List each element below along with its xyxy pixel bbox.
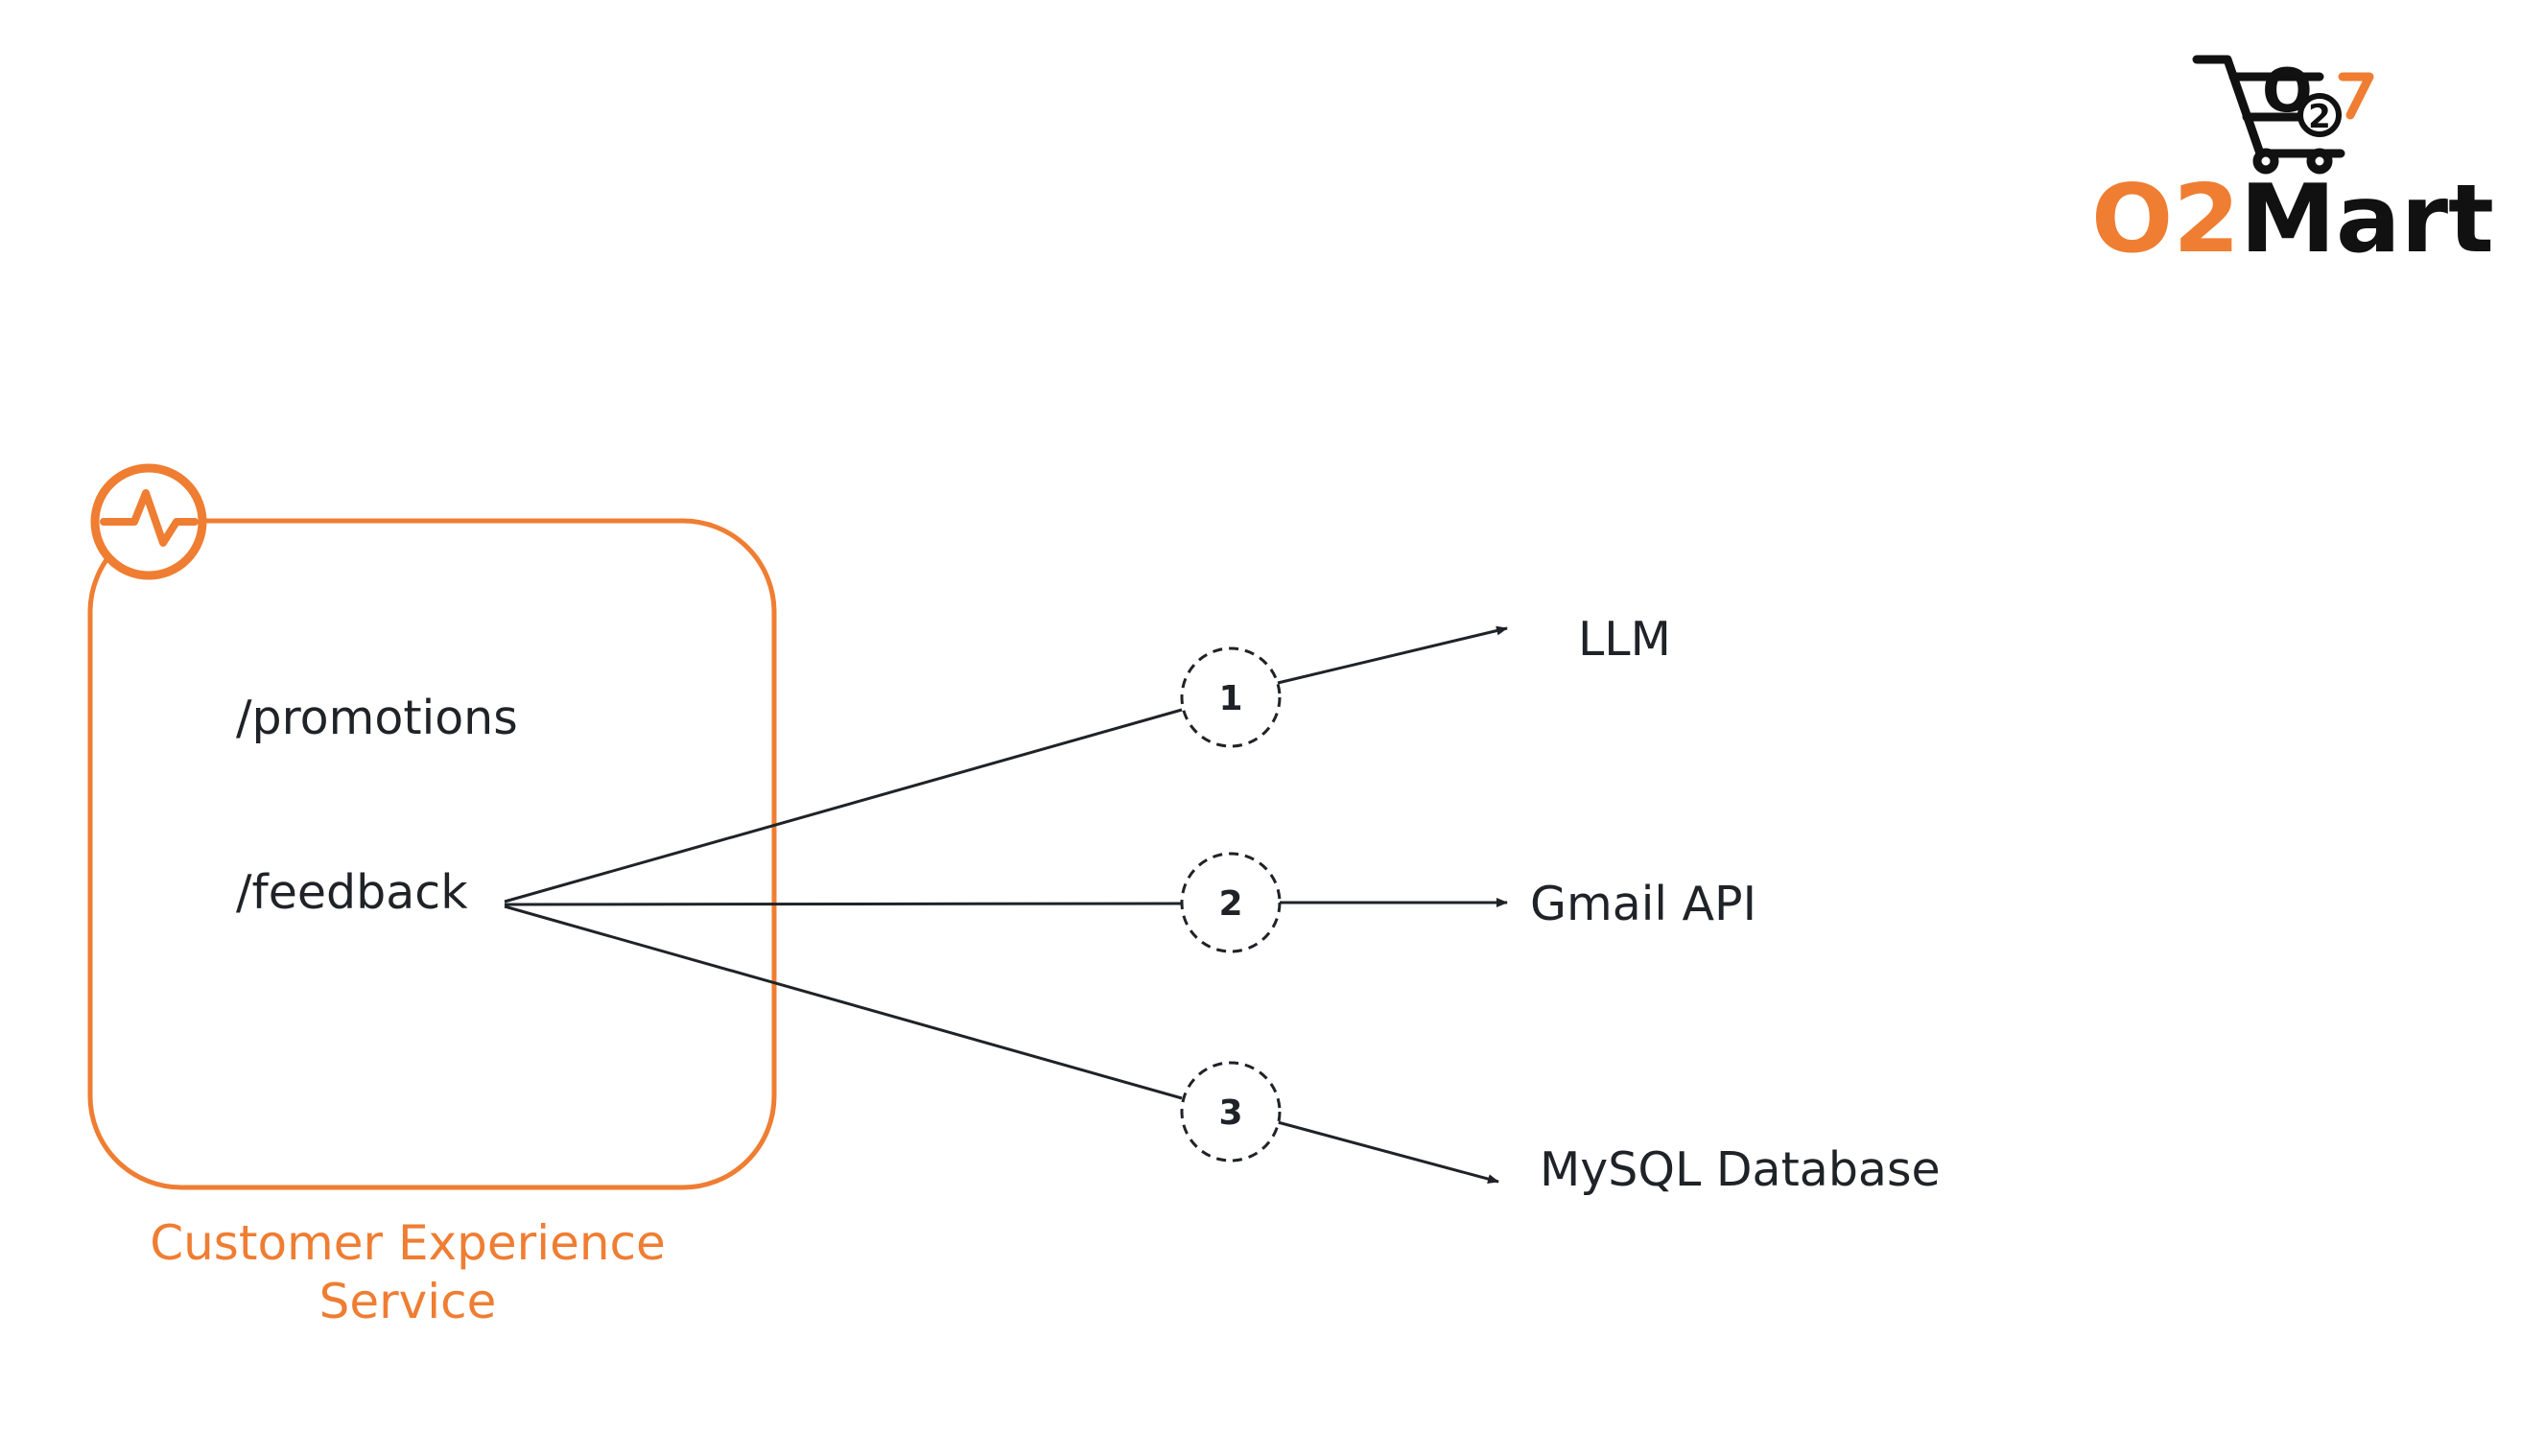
step-number-1: 1 [1218, 679, 1242, 718]
step-badge-1 [1180, 646, 1282, 748]
o2mart-logo: O 2 O2Mart [2091, 55, 2494, 274]
step-number-3: 3 [1218, 1093, 1242, 1133]
logo-badge-number: 2 [2308, 98, 2331, 136]
target-llm: LLM [1578, 612, 1671, 667]
step-number-2: 2 [1218, 884, 1242, 924]
flow-line-mysql-database [504, 904, 1183, 1100]
target-mysql-database: MySQL Database [1540, 1142, 1941, 1197]
endpoint-promotions: /promotions [236, 691, 518, 745]
flow-line-llm [504, 708, 1183, 904]
service-container [87, 518, 777, 1190]
step-badge-3 [1180, 1061, 1282, 1162]
logo-wordmark: O2Mart [2091, 165, 2494, 274]
shopping-cart-icon [2192, 55, 2374, 175]
logo-badge-ring [2297, 93, 2342, 137]
flow-arrow-mysql-database [1277, 1120, 1499, 1184]
flow-gmail-api: 2 Gmail API [504, 852, 1756, 953]
heartbeat-monitor-icon [90, 463, 207, 580]
target-gmail-api: Gmail API [1530, 877, 1756, 931]
step-badge-2 [1180, 852, 1282, 953]
flow-mysql-database: 3 MySQL Database [504, 904, 1941, 1197]
logo-wordmark-suffix: Mart [2240, 165, 2494, 274]
service-name-line2: Service [319, 1274, 497, 1329]
flow-arrow-llm [1277, 625, 1508, 685]
service-name-line1: Customer Experience [150, 1215, 666, 1271]
customer-experience-service: /promotions /feedback Customer Experienc… [87, 463, 777, 1329]
logo-wordmark-prefix: O2 [2091, 165, 2240, 274]
endpoint-feedback: /feedback [236, 865, 468, 920]
flow-llm: 1 LLM [504, 612, 1671, 904]
